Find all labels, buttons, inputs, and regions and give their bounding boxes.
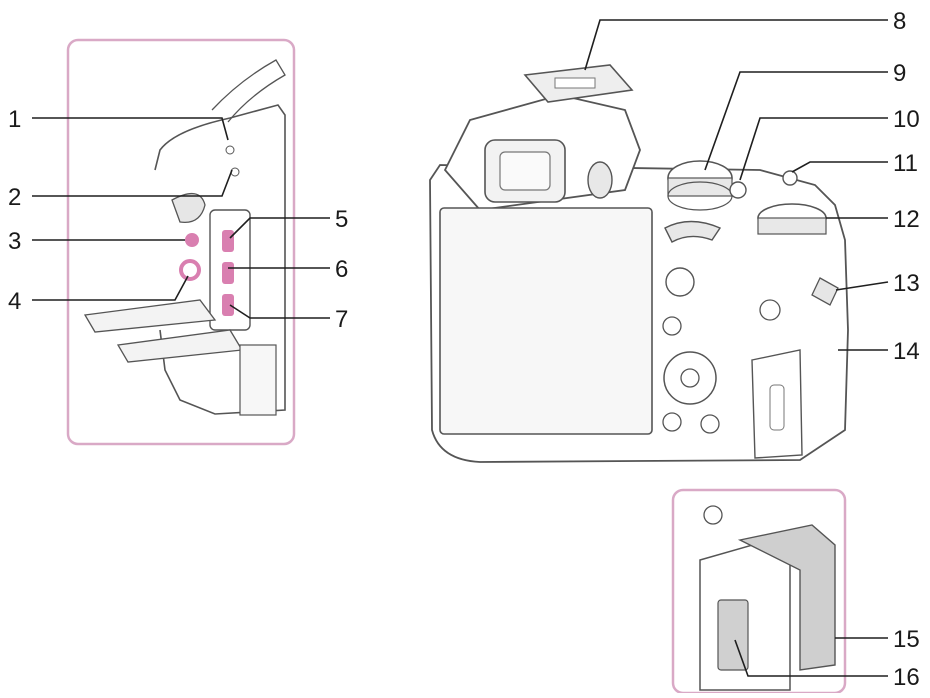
callout-4: 4 (8, 288, 21, 315)
callout-9: 9 (893, 60, 906, 87)
leader-7 (229, 304, 330, 319)
exposure-dial-side (757, 217, 827, 235)
callout-5: 5 (335, 206, 348, 233)
camera-rear-body-illustration (429, 64, 849, 463)
side-detail-frame (66, 38, 296, 446)
callout-15: 15 (893, 626, 920, 653)
diopter-dial (587, 161, 613, 199)
side-cable (211, 59, 286, 123)
hot-shoe-contacts (554, 77, 596, 89)
callout-labels: 1 2 3 4 5 6 7 8 9 10 11 12 13 14 15 16 (8, 8, 920, 691)
leader-5 (229, 217, 330, 239)
side-screen-edge (239, 344, 277, 416)
leader-9 (704, 71, 888, 171)
card-detail-button (703, 505, 723, 525)
grip-slot (769, 384, 785, 431)
side-strap-hook (171, 193, 206, 224)
strap-hook-right (811, 277, 839, 306)
callout-10: 10 (893, 106, 920, 133)
headphone-jack-highlight (179, 259, 201, 281)
rear-monitor (439, 207, 653, 435)
card-slot-opening (717, 599, 749, 671)
side-terminals-detail-illustration (66, 38, 296, 446)
callout-12: 12 (893, 206, 920, 233)
delete-button (700, 414, 720, 434)
leader-13 (835, 281, 889, 291)
leader-16 (734, 639, 888, 677)
control-wheel-center (680, 368, 700, 388)
hdmi-terminal-highlight (222, 262, 234, 284)
callout-14: 14 (893, 338, 920, 365)
fn-button (662, 316, 682, 336)
callout-6: 6 (335, 256, 348, 283)
leader-4 (32, 275, 189, 301)
terminal-cover-upper (83, 299, 217, 333)
usb-terminal-highlight (222, 294, 234, 316)
leader-8 (584, 19, 888, 71)
mic-jack-highlight (185, 233, 199, 247)
side-mic-hole (225, 145, 235, 155)
memory-card-slot-detail-illustration (671, 488, 847, 695)
eyepiece-window (499, 151, 551, 191)
callout-13: 13 (893, 270, 920, 297)
card-door (737, 524, 836, 671)
c-button-top (729, 181, 747, 199)
multi-terminal-highlight (222, 230, 234, 252)
af-mf-lever (665, 267, 695, 297)
leader-lines (32, 19, 889, 677)
leader-10 (739, 117, 888, 181)
leader-11 (791, 161, 888, 173)
rear-control-dial (664, 220, 722, 243)
callout-1: 1 (8, 106, 21, 133)
playback-button (662, 412, 682, 432)
callout-11: 11 (893, 150, 918, 177)
callout-7: 7 (335, 306, 348, 333)
menu-button (759, 299, 781, 321)
callout-3: 3 (8, 228, 21, 255)
callout-2: 2 (8, 184, 21, 211)
callout-8: 8 (893, 8, 906, 35)
side-speaker-hole (230, 167, 240, 177)
leader-2 (32, 169, 233, 197)
mode-dial-side (667, 177, 733, 197)
leader-1 (32, 117, 229, 141)
callout-16: 16 (893, 664, 920, 691)
power-lever (782, 170, 798, 186)
